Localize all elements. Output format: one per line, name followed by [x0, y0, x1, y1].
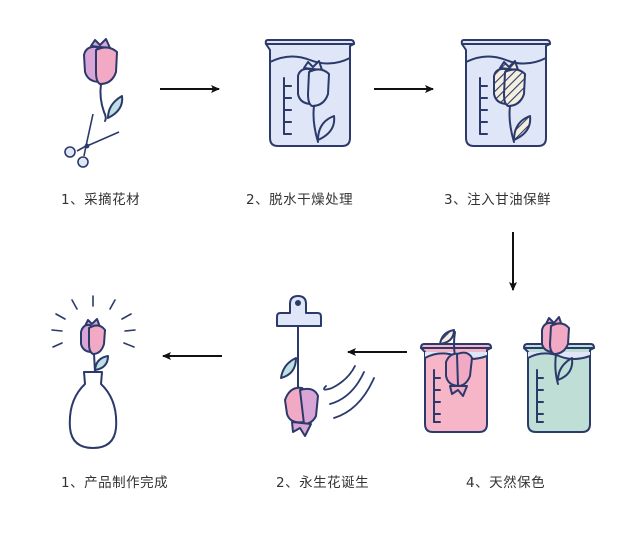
sparkle-rays-icon	[51, 295, 136, 348]
step-label-done: 1、产品制作完成	[61, 475, 169, 491]
rose-icon	[83, 38, 124, 122]
step-label-glycerin: 3、注入甘油保鲜	[444, 192, 552, 208]
step-label-dehydrate: 2、脱水干燥处理	[246, 192, 354, 208]
rose-icon	[80, 318, 109, 373]
upside-down-rose-icon	[284, 386, 319, 437]
leaf-icon	[280, 357, 297, 379]
scissors-icon	[64, 113, 120, 168]
step-color-illustration	[420, 316, 595, 433]
step-glycerin-illustration	[460, 39, 551, 147]
step-born-illustration	[276, 295, 375, 437]
rose-icon	[541, 316, 574, 385]
vase-icon	[68, 371, 118, 449]
rose-hatched-icon	[493, 60, 532, 143]
upside-down-rose-icon	[439, 329, 473, 397]
wind-icon	[323, 365, 375, 419]
step-pick-illustration	[64, 38, 124, 168]
step-label-pick: 1、采摘花材	[61, 192, 141, 208]
clip-icon	[276, 295, 322, 327]
step-label-color: 4、天然保色	[466, 475, 546, 491]
flow-arrows	[160, 85, 517, 360]
step-done-illustration	[51, 295, 136, 449]
green-dye-beaker-icon	[523, 343, 595, 433]
step-dehydrate-illustration	[264, 39, 355, 147]
rose-icon	[297, 60, 336, 143]
step-label-born: 2、永生花诞生	[276, 475, 370, 491]
